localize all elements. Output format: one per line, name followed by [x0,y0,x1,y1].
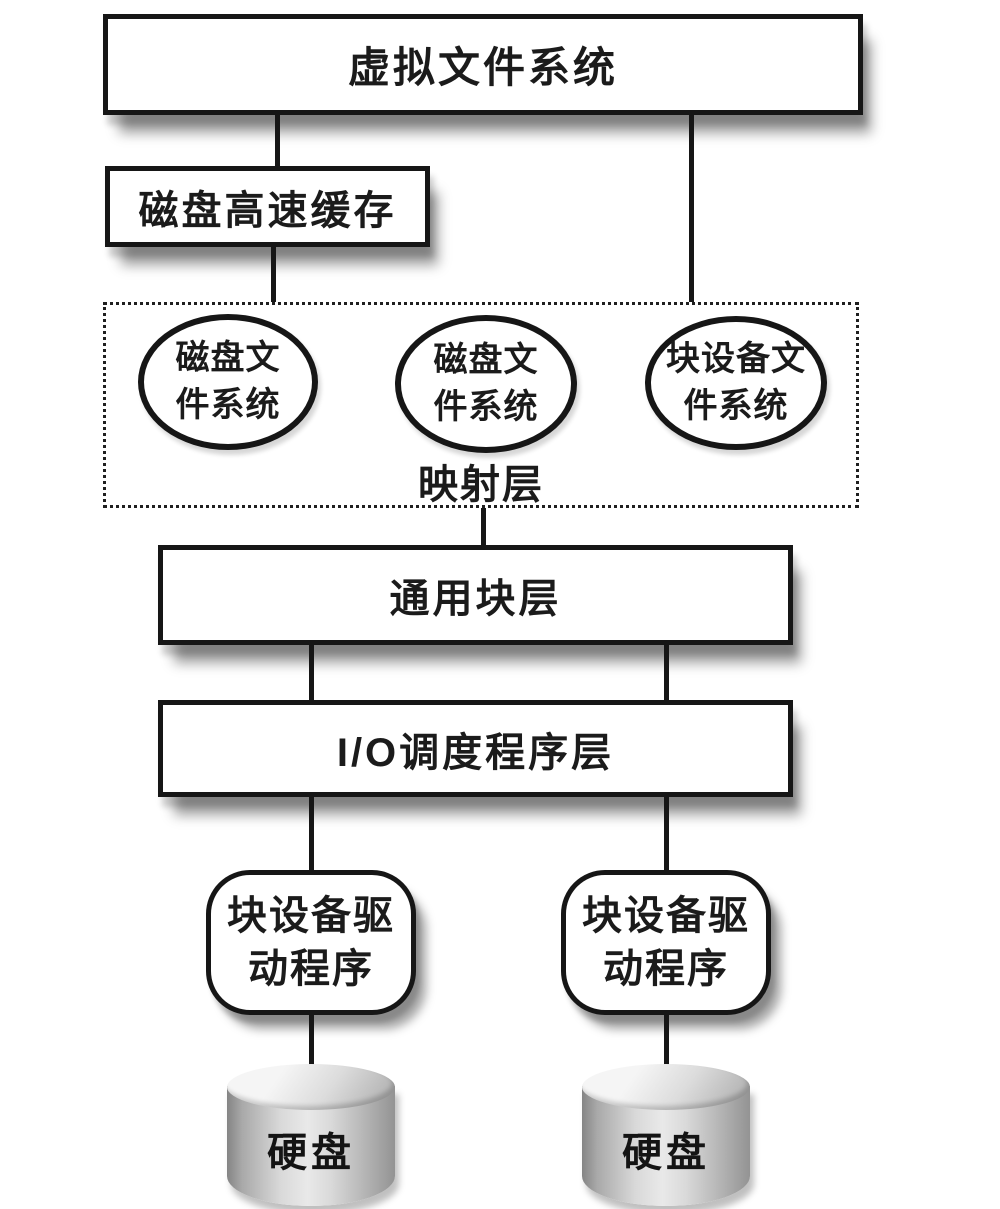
generic-block-layer-label: 通用块层 [389,577,562,621]
disk-cache-label: 磁盘高速缓存 [138,188,397,233]
block-driver-box-1: 块设备驱 动程序 [206,870,416,1015]
generic-block-layer-box: 通用块层 [158,545,793,645]
block-device-fs-ellipse: 块设备文 件系统 [645,316,827,450]
hard-disk-cylinder-1: 硬盘 [227,1064,395,1206]
disk-fs-ellipse-2: 磁盘文 件系统 [395,315,577,453]
connector-cache-to-mapping [271,247,276,302]
connector-driver-to-disk-left [309,1015,314,1067]
connector-generic-to-io-left [309,645,314,700]
connector-generic-to-io-right [664,645,669,700]
block-driver-1-line2: 动程序 [248,946,374,991]
connector-mapping-to-generic [481,508,486,545]
block-driver-box-2: 块设备驱 动程序 [561,870,771,1015]
cylinder-top-icon [227,1064,395,1110]
mapping-layer-box [103,302,859,508]
disk-fs-1-line2: 件系统 [175,386,281,424]
block-driver-1-line1: 块设备驱 [227,893,395,938]
disk-cache-box: 磁盘高速缓存 [105,166,430,247]
block-device-fs-line2: 件系统 [683,387,789,425]
disk-fs-1-line1: 磁盘文 [175,339,281,378]
hard-disk-1-label: 硬盘 [267,1131,355,1175]
connector-io-to-driver-right [664,797,669,872]
disk-fs-ellipse-1: 磁盘文 件系统 [138,314,318,450]
connector-driver-to-disk-right [664,1015,669,1067]
block-device-fs-line1: 块设备文 [666,340,806,379]
connector-vfs-to-mapping [689,115,694,302]
connector-vfs-to-cache [275,115,280,166]
hard-disk-2-label: 硬盘 [622,1131,710,1175]
disk-fs-2-line1: 磁盘文 [433,341,539,380]
io-scheduler-label: I/O调度程序层 [336,730,615,775]
disk-fs-2-line2: 件系统 [433,388,539,426]
block-driver-2-line1: 块设备驱 [582,893,750,938]
hard-disk-cylinder-2: 硬盘 [582,1064,750,1206]
block-driver-2-line2: 动程序 [603,946,729,991]
vfs-label: 虚拟文件系统 [347,44,618,91]
io-scheduler-box: I/O调度程序层 [158,700,793,797]
connector-io-to-driver-left [309,797,314,872]
vfs-box: 虚拟文件系统 [103,14,863,115]
cylinder-top-icon [582,1064,750,1110]
mapping-layer-label: 映射层 [418,463,544,507]
